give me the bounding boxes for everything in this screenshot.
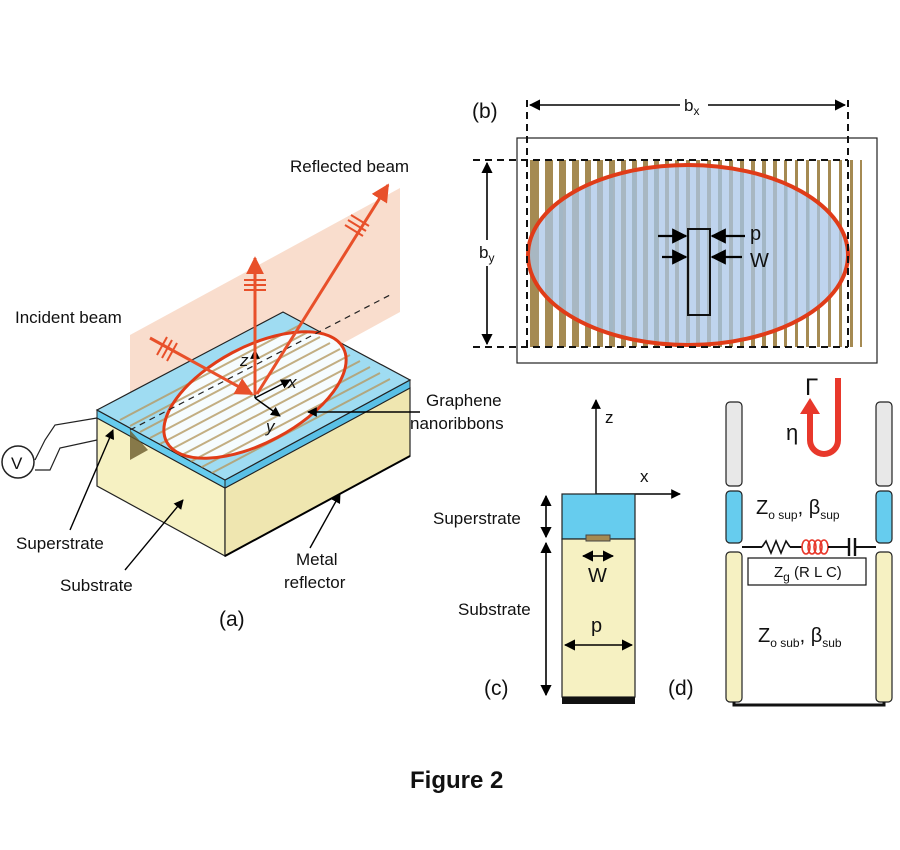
- panel-b: (b): [472, 96, 878, 364]
- panel-c-tag: (c): [484, 677, 509, 700]
- voltage-source: V: [1, 417, 98, 479]
- metal-label-line1: Metal: [296, 550, 338, 569]
- beam-spot-ellipse-3d: [162, 330, 348, 460]
- metal-pointer: [309, 493, 341, 549]
- superstrate-layer-c: [561, 493, 636, 540]
- reflected-beam-ticks: [344, 214, 370, 237]
- beams: [149, 183, 390, 396]
- axis-x-label-a: x: [287, 373, 297, 392]
- plane-shadow: [130, 430, 148, 460]
- reflected-beam-label: Reflected beam: [290, 157, 409, 176]
- axis-x-label-c: x: [640, 467, 649, 486]
- unit-cell-box: [687, 228, 711, 316]
- w-label-c: W: [588, 565, 607, 587]
- substrate-label-c: Substrate: [458, 600, 531, 619]
- superstrate-pointer-a: [69, 429, 115, 531]
- panel-d-tag: (d): [668, 677, 694, 700]
- spot-bounds: [473, 100, 849, 348]
- zg-box: [747, 557, 867, 586]
- voltage-label: V: [11, 454, 23, 473]
- p-label-b: p: [750, 223, 761, 245]
- tl-left-substrate: [725, 551, 743, 703]
- superstrate-label-c: Superstrate: [433, 509, 521, 528]
- superstrate-label-a: Superstrate: [16, 534, 104, 553]
- panel-c: z x W p Superstrate Substrate (c): [433, 399, 681, 704]
- short-circuit: [732, 702, 886, 707]
- graphene-label-line2: nanoribbons: [410, 414, 504, 433]
- incident-beam-ticks: [156, 336, 178, 362]
- eta-label: η: [786, 420, 798, 445]
- ribbons-under-spot: [559, 165, 810, 345]
- tl-right-superstrate: [875, 490, 893, 544]
- specular-beam-ticks: [244, 279, 266, 291]
- panel-a: z x y: [1, 157, 504, 631]
- resistor-symbol: [761, 538, 791, 556]
- axis-z-label-c: z: [605, 408, 614, 427]
- w-label-b: W: [750, 250, 769, 272]
- beam-spot-outline: [526, 163, 850, 347]
- tl-right-free-space: [875, 401, 893, 487]
- metal-label-line2: reflector: [284, 573, 346, 592]
- metal-layer-c: [562, 697, 635, 704]
- bx-label: bx: [684, 96, 699, 118]
- axis-y-label-a: y: [265, 417, 276, 436]
- substrate-layer-c: [561, 538, 636, 698]
- tl-left-superstrate: [725, 490, 743, 544]
- tl-left-free-space: [725, 401, 743, 487]
- zsub-label: Zo sub, βsub: [758, 625, 842, 650]
- graphene-label-line1: Graphene: [426, 391, 502, 410]
- panel-a-tag: (a): [219, 608, 245, 631]
- panel-b-tag: (b): [472, 100, 498, 123]
- reflection-u-arrow: [807, 378, 841, 457]
- substrate-pointer-a: [124, 499, 184, 571]
- reflection-u-arrowhead: [800, 398, 820, 414]
- capacitor-symbol: [847, 538, 857, 556]
- center-dashed-line: [129, 294, 391, 431]
- zg-label: Zg (R L C): [774, 564, 842, 584]
- gamma-label: Γ: [805, 374, 818, 401]
- zsup-label: Zo sup, βsup: [756, 497, 840, 522]
- inductor-symbol: [801, 539, 829, 555]
- tl-right-substrate: [875, 551, 893, 703]
- axis-z-label-a: z: [239, 351, 249, 370]
- reflected-beam-line: [255, 183, 390, 395]
- graphene-strip-c: [585, 534, 611, 542]
- panel-d: Zg (R L C) Γ η Zo sup, βsup Zo sub, βsub…: [668, 374, 893, 707]
- figure-title: Figure 2: [410, 767, 503, 794]
- metal-reflector-edge: [224, 455, 411, 557]
- by-label: by: [479, 243, 494, 265]
- substrate-label-a: Substrate: [60, 576, 133, 595]
- incident-beam-label: Incident beam: [15, 308, 122, 327]
- rlc-branch: Zg (R L C): [742, 538, 876, 586]
- p-label-c: p: [591, 615, 602, 637]
